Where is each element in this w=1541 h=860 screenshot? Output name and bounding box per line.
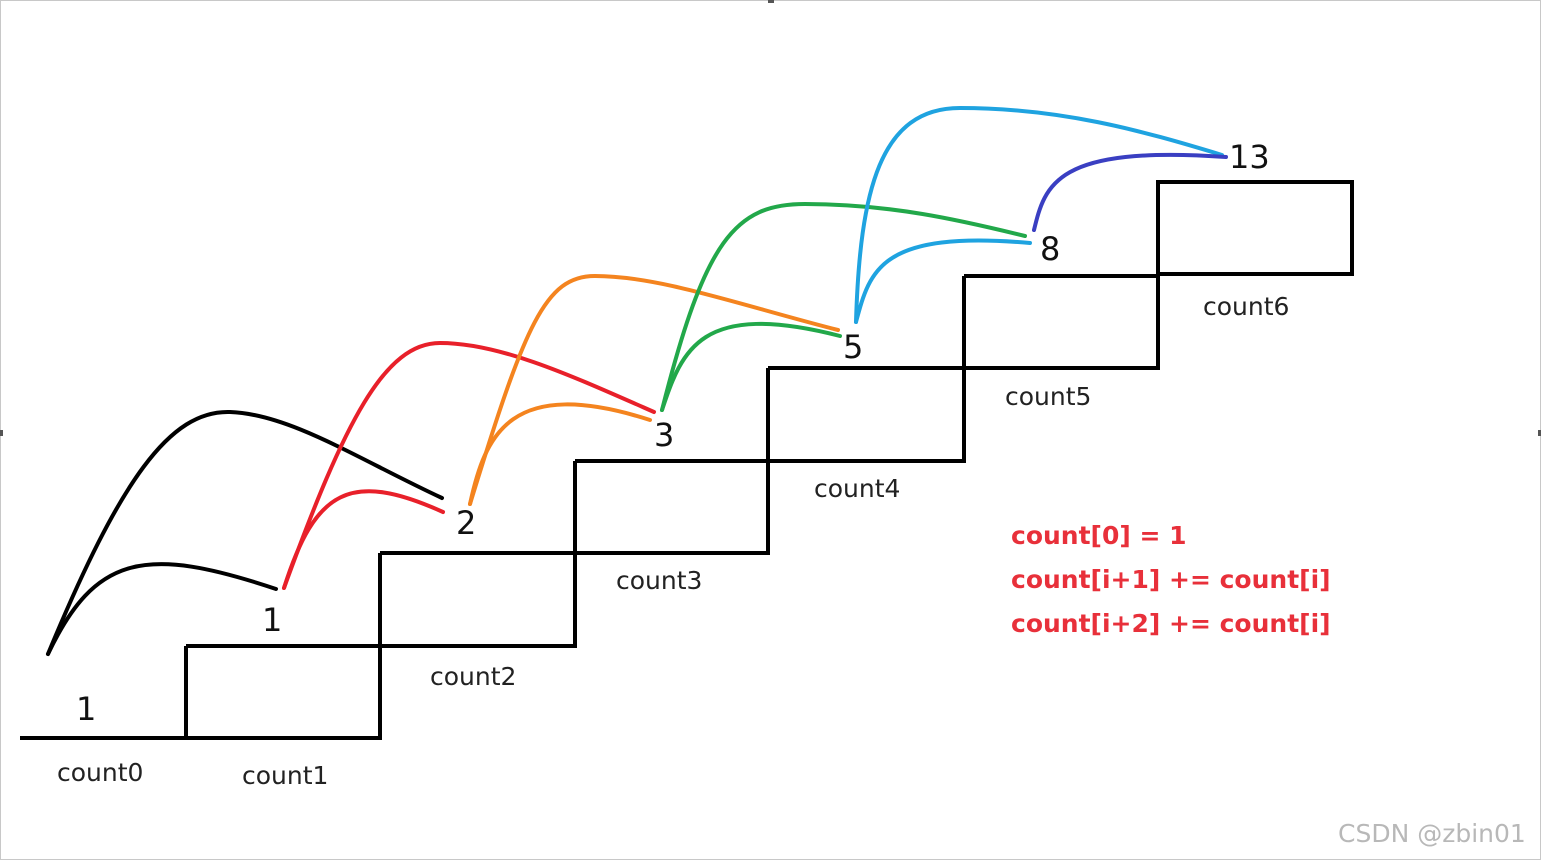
count-value-2: 2 bbox=[456, 504, 476, 542]
step-label-1: count1 bbox=[242, 761, 328, 790]
count-value-1: 1 bbox=[262, 601, 282, 639]
step-label-3: count3 bbox=[616, 566, 702, 595]
count-value-0: 1 bbox=[76, 690, 96, 728]
arc-count0-to-count1 bbox=[46, 562, 278, 656]
resize-handle-left[interactable] bbox=[0, 430, 3, 436]
arc-count5-to-count6 bbox=[1032, 152, 1228, 232]
arc-count0-to-count2 bbox=[46, 409, 444, 656]
resize-handle-right[interactable] bbox=[1538, 430, 1541, 436]
step-label-2: count2 bbox=[430, 662, 516, 691]
arc-count3-to-count5 bbox=[660, 201, 1027, 412]
jump-arcs bbox=[46, 105, 1228, 656]
formula-line-3: count[i+2] += count[i] bbox=[1011, 609, 1331, 638]
arc-count2-to-count4 bbox=[468, 273, 840, 506]
count-value-3: 3 bbox=[654, 416, 674, 454]
staircase bbox=[20, 180, 1354, 740]
arc-count1-to-count3 bbox=[282, 340, 656, 590]
watermark: CSDN @zbin01 bbox=[1338, 819, 1526, 848]
step-label-5: count5 bbox=[1005, 382, 1091, 411]
formula-line-2: count[i+1] += count[i] bbox=[1011, 565, 1331, 594]
arc-count1-to-count2 bbox=[282, 489, 445, 590]
arc-count4-to-count5 bbox=[854, 238, 1032, 324]
step-label-0: count0 bbox=[57, 758, 143, 787]
stair-outline bbox=[20, 180, 1354, 740]
resize-handle-top[interactable] bbox=[768, 0, 774, 3]
step-label-6: count6 bbox=[1203, 292, 1289, 321]
arc-count4-to-count6 bbox=[854, 105, 1224, 324]
count-value-4: 5 bbox=[843, 328, 863, 366]
count-value-5: 8 bbox=[1040, 230, 1060, 268]
count-value-6: 13 bbox=[1229, 138, 1270, 176]
formula-line-1: count[0] = 1 bbox=[1011, 521, 1187, 550]
step-label-4: count4 bbox=[814, 474, 900, 503]
